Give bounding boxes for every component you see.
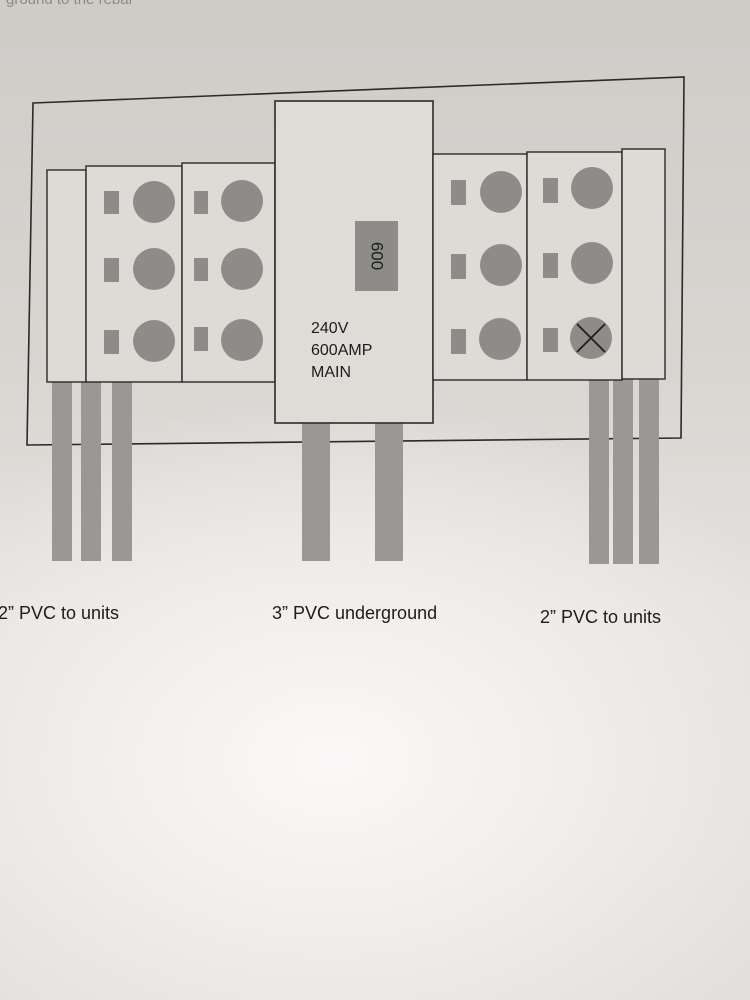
left-conduit-2 bbox=[81, 380, 101, 561]
meter-icon bbox=[571, 167, 613, 209]
left-conduit-label: 2” PVC to units bbox=[0, 603, 120, 623]
outer-enclosure bbox=[26, 76, 685, 446]
breaker-icon bbox=[104, 258, 119, 282]
breaker-icon bbox=[543, 253, 558, 278]
breaker-icon bbox=[543, 328, 558, 352]
main-panel-label: 240V 600AMP MAIN bbox=[311, 318, 372, 384]
meter-icon bbox=[133, 181, 175, 223]
breaker-icon bbox=[451, 180, 466, 205]
cut-off-caption: ground to the rebar bbox=[6, 0, 134, 8]
main-panel bbox=[274, 100, 434, 424]
breaker-icon bbox=[104, 191, 119, 214]
main-breaker-box bbox=[355, 221, 398, 291]
main-breaker-rating: 600 bbox=[368, 242, 387, 270]
breaker-icon bbox=[104, 330, 119, 354]
right-conduit-2 bbox=[613, 378, 633, 564]
right-conduit-3 bbox=[639, 378, 659, 564]
breaker-icon bbox=[451, 254, 466, 279]
left-bank-side-panel bbox=[46, 169, 87, 383]
meter-icon bbox=[133, 248, 175, 290]
main-voltage: 240V bbox=[311, 320, 349, 337]
breaker-icon bbox=[543, 178, 558, 203]
center-conduit-1 bbox=[302, 422, 330, 561]
breaker-icon bbox=[194, 258, 208, 281]
left-conduit-3 bbox=[112, 380, 132, 561]
meter-icon bbox=[221, 319, 263, 361]
meter-icon bbox=[221, 248, 263, 290]
breaker-icon bbox=[194, 327, 208, 351]
disconnected-meter-x-icon bbox=[570, 317, 612, 359]
meter-icon bbox=[221, 180, 263, 222]
center-conduit-label: 3” PVC underground bbox=[272, 603, 438, 623]
meter-icon bbox=[479, 318, 521, 360]
right-conduit-1 bbox=[589, 378, 609, 564]
meter-icon bbox=[571, 242, 613, 284]
meter-icon bbox=[480, 171, 522, 213]
main-amperage: 600AMP bbox=[311, 342, 373, 359]
breaker-icon bbox=[451, 329, 466, 354]
center-conduit-2 bbox=[375, 422, 403, 561]
breaker-icon bbox=[194, 191, 208, 214]
right-conduit-label: 2” PVC to units bbox=[540, 607, 662, 627]
main-name: MAIN bbox=[311, 364, 351, 381]
left-conduit-1 bbox=[52, 380, 72, 561]
meter-icon bbox=[480, 244, 522, 286]
right-bank-side-panel bbox=[621, 148, 666, 380]
meter-icon bbox=[133, 320, 175, 362]
